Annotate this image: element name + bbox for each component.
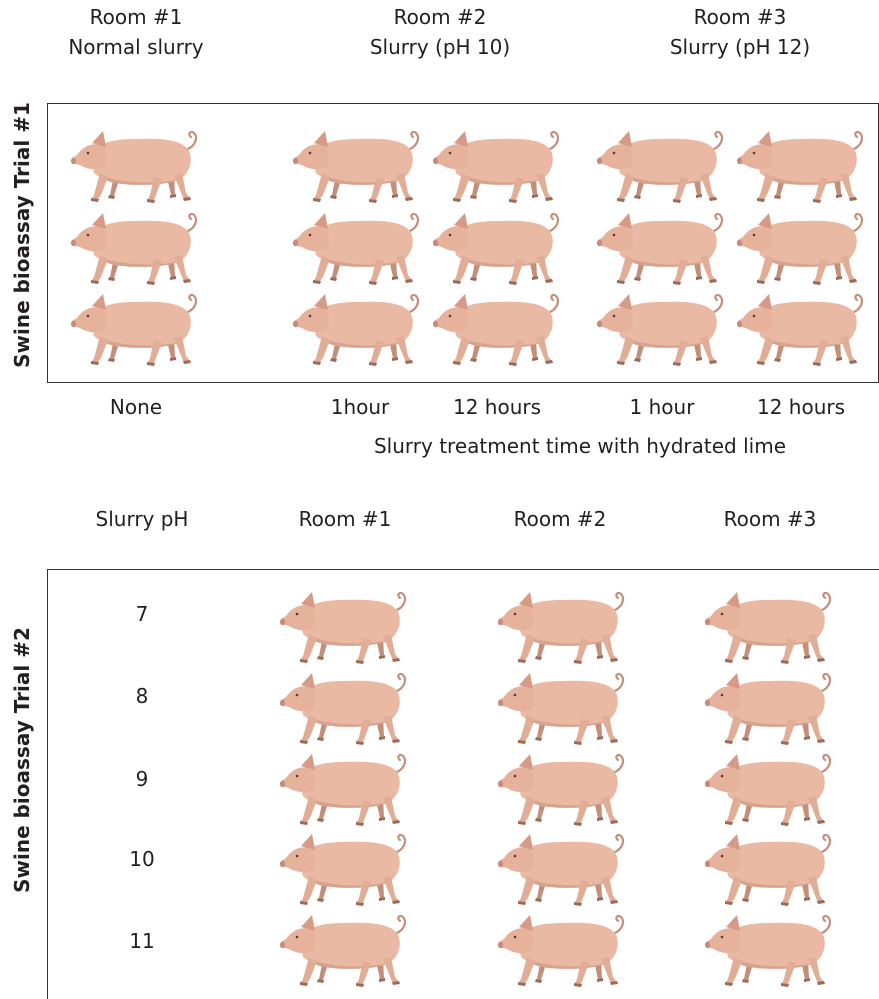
pig-icon <box>432 125 564 203</box>
trial1-room2-title: Room #2 <box>330 2 550 32</box>
pig-icon <box>497 909 629 987</box>
trial1-room2-subtitle: Slurry (pH 10) <box>330 32 550 62</box>
pig-icon <box>279 748 411 826</box>
trial1-axis-caption: Slurry treatment time with hydrated lime <box>340 433 820 459</box>
trial1-time-room2-1h: 1hour <box>300 394 420 420</box>
pig-icon <box>70 125 202 203</box>
pig-icon <box>292 207 424 285</box>
trial2-ph-8: 8 <box>112 684 172 708</box>
trial2-ph-9: 9 <box>112 767 172 791</box>
trial2-col-header-ph: Slurry pH <box>82 506 202 532</box>
trial2-col-header-room2: Room #2 <box>500 506 620 532</box>
trial2-ph-7: 7 <box>112 602 172 626</box>
pig-icon <box>497 667 629 745</box>
pig-icon <box>736 125 868 203</box>
trial1-time-none: None <box>76 394 196 420</box>
trial1-time-room2-12h: 12 hours <box>437 394 557 420</box>
trial1-room3-subtitle: Slurry (pH 12) <box>630 32 850 62</box>
pig-icon <box>704 828 836 906</box>
pig-icon <box>736 207 868 285</box>
trial1-room1-title: Room #1 <box>56 2 216 32</box>
trial1-room1-subtitle: Normal slurry <box>56 32 216 62</box>
pig-icon <box>704 748 836 826</box>
trial1-time-room3-1h: 1 hour <box>602 394 722 420</box>
pig-icon <box>292 125 424 203</box>
pig-icon <box>497 748 629 826</box>
trial2-col-header-room3: Room #3 <box>710 506 830 532</box>
pig-icon <box>596 125 728 203</box>
pig-icon <box>279 586 411 664</box>
pig-icon <box>736 288 868 366</box>
pig-icon <box>497 828 629 906</box>
pig-icon <box>704 586 836 664</box>
trial1-room2-header: Room #2 Slurry (pH 10) <box>330 2 550 62</box>
pig-icon <box>70 288 202 366</box>
trial1-room3-title: Room #3 <box>630 2 850 32</box>
trial2-ph-10: 10 <box>112 847 172 871</box>
pig-icon <box>596 207 728 285</box>
pig-icon <box>70 207 202 285</box>
pig-icon <box>292 288 424 366</box>
trial1-side-label: Swine bioassay Trial #1 <box>10 102 34 368</box>
pig-icon <box>279 667 411 745</box>
trial2-ph-11: 11 <box>112 929 172 953</box>
pig-icon <box>596 288 728 366</box>
pig-icon <box>432 207 564 285</box>
trial2-col-header-room1: Room #1 <box>285 506 405 532</box>
pig-icon <box>704 667 836 745</box>
pig-icon <box>279 909 411 987</box>
trial1-room3-header: Room #3 Slurry (pH 12) <box>630 2 850 62</box>
pig-icon <box>497 586 629 664</box>
pig-icon <box>279 828 411 906</box>
pig-icon <box>432 288 564 366</box>
pig-icon <box>704 909 836 987</box>
trial1-room1-header: Room #1 Normal slurry <box>56 2 216 62</box>
trial2-side-label: Swine bioassay Trial #2 <box>10 627 34 893</box>
trial1-time-room3-12h: 12 hours <box>741 394 861 420</box>
